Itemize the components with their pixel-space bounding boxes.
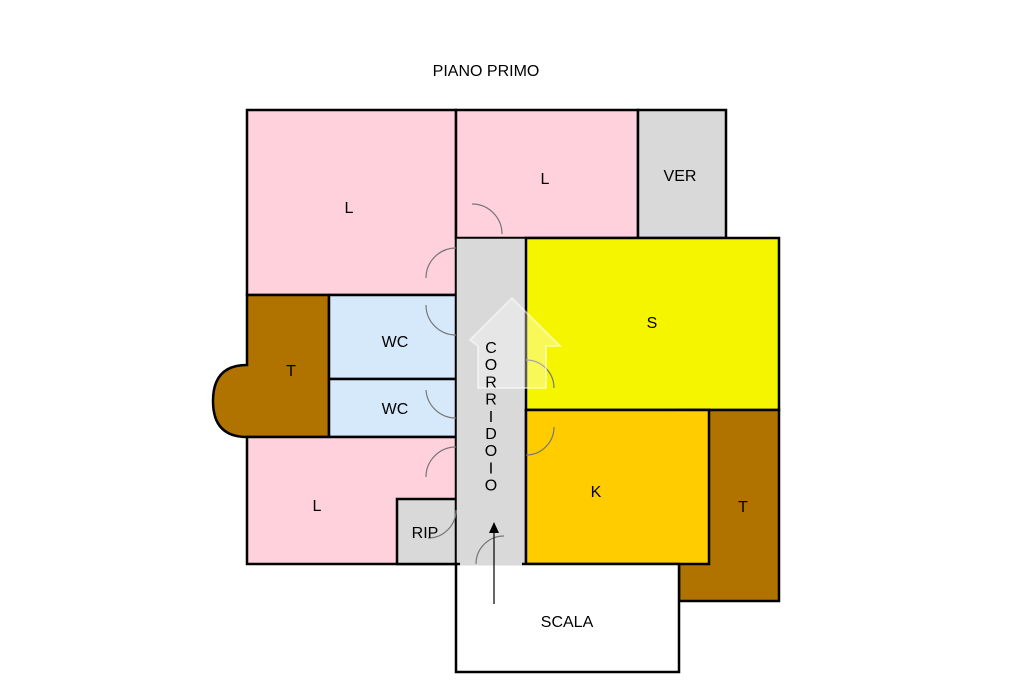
label-terrace-right: T bbox=[738, 499, 748, 516]
label-wc-upper: WC bbox=[382, 334, 409, 351]
door-arc bbox=[425, 247, 457, 279]
kitchen-outline bbox=[524, 408, 711, 566]
label-bedroom-top-mid: L bbox=[541, 171, 550, 188]
room-terrace-left bbox=[211, 293, 331, 439]
door-arc bbox=[425, 446, 457, 478]
room-stairs bbox=[454, 562, 681, 674]
door-arc bbox=[471, 203, 503, 235]
corridor-letter: I bbox=[489, 460, 493, 477]
door-arc bbox=[427, 509, 457, 539]
label-bedroom-bottom: L bbox=[313, 498, 322, 515]
door-arc bbox=[475, 535, 505, 565]
label-stairs: SCALA bbox=[541, 614, 594, 631]
corridor-letter: I bbox=[489, 409, 493, 426]
door-arc bbox=[425, 304, 457, 336]
label-storage: RIP bbox=[412, 525, 439, 542]
corridor-letter: R bbox=[485, 374, 497, 391]
corridor-letter: O bbox=[485, 478, 497, 495]
watermark-house-icon bbox=[468, 296, 563, 389]
corridor-letter: D bbox=[485, 426, 497, 443]
plan-title: PIANO PRIMO bbox=[433, 63, 540, 80]
corridor-letter: O bbox=[485, 357, 497, 374]
corridor-letter: O bbox=[485, 443, 497, 460]
label-terrace-left: T bbox=[286, 363, 296, 380]
label-kitchen: K bbox=[591, 484, 602, 501]
room-bedroom-top-mid bbox=[454, 108, 640, 240]
label-living: S bbox=[647, 315, 658, 332]
room-bedroom-top-left bbox=[245, 108, 458, 297]
room-corridor bbox=[455, 237, 527, 565]
door-arc bbox=[525, 426, 555, 456]
label-wc-lower: WC bbox=[382, 401, 409, 418]
label-bedroom-top-left: L bbox=[345, 200, 354, 217]
door-arc bbox=[425, 389, 457, 419]
corridor-letter: R bbox=[485, 392, 497, 409]
entry-arrow-icon bbox=[489, 522, 499, 533]
label-veranda: VER bbox=[664, 168, 697, 185]
corridor-letter: C bbox=[485, 340, 497, 357]
